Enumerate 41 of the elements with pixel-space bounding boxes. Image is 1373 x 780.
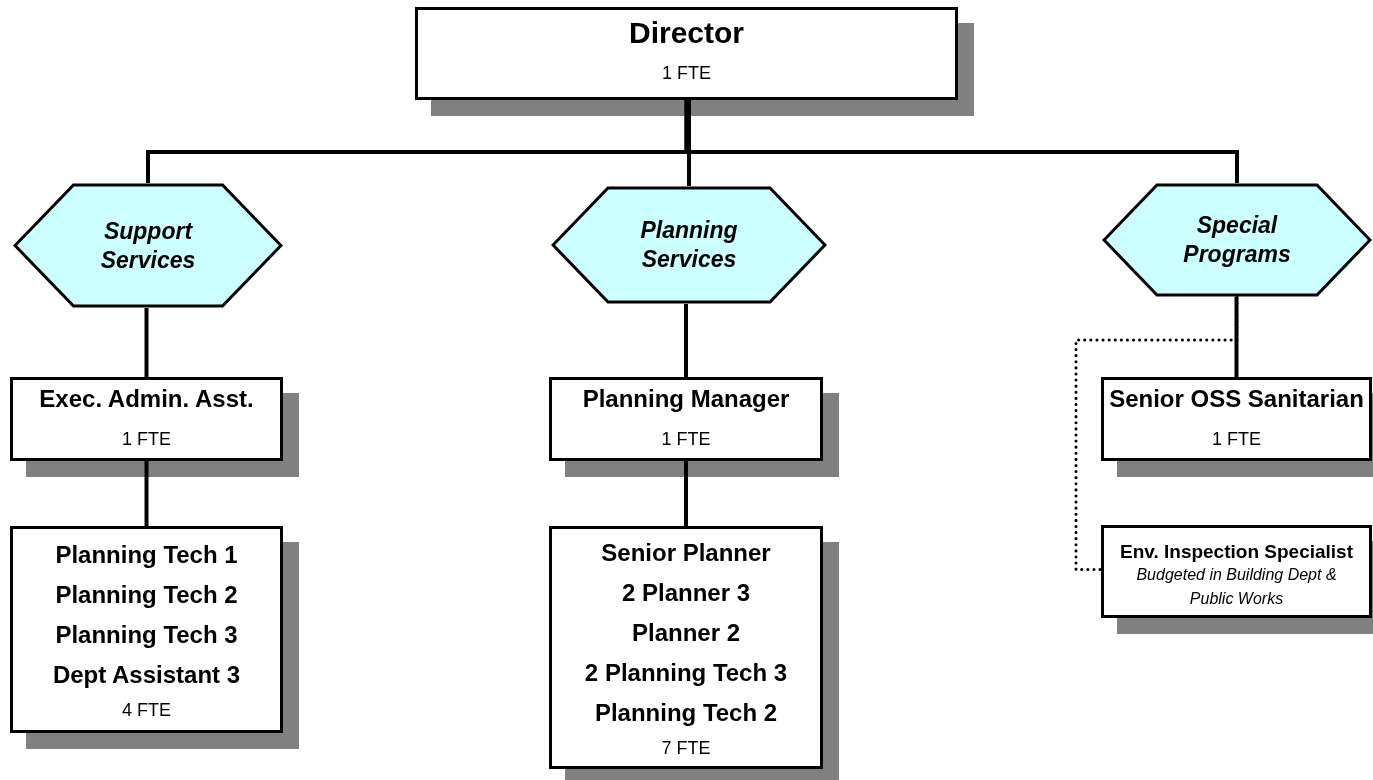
role-title: Director xyxy=(628,15,744,51)
position-box xyxy=(10,377,283,461)
connector-line xyxy=(1234,297,1239,377)
fte-count: 1 FTE xyxy=(1212,428,1261,451)
position-box xyxy=(549,377,823,461)
role-title: 2 Planning Tech 3 xyxy=(584,657,788,688)
group-title: Planning Services xyxy=(639,216,739,274)
role-title: Planner 2 xyxy=(631,617,740,648)
connector-line xyxy=(684,304,688,377)
position-box xyxy=(415,7,958,100)
fte-count: 4 FTE xyxy=(122,698,171,722)
role-title: Planning Manager xyxy=(582,384,790,414)
role-title: Dept Assistant 3 xyxy=(52,659,241,690)
fte-count: 1 FTE xyxy=(662,61,711,85)
position-box xyxy=(549,526,823,769)
connector-line xyxy=(687,100,691,186)
role-title: 2 Planner 3 xyxy=(621,577,751,608)
role-title: Senior OSS Sanitarian xyxy=(1109,384,1364,414)
role-title: Planning Tech 2 xyxy=(55,579,238,610)
fte-count: 1 FTE xyxy=(122,428,171,451)
group-title: Special Programs xyxy=(1182,211,1292,269)
role-title: Planning Tech 2 xyxy=(594,697,778,728)
role-title: Exec. Admin. Asst. xyxy=(39,384,254,414)
connector-line xyxy=(144,308,149,377)
role-title: Env. Inspection Specialist xyxy=(1120,539,1353,564)
role-title: Planning Tech 3 xyxy=(55,619,238,650)
role-title: Senior Planner xyxy=(601,537,771,568)
fte-count: 1 FTE xyxy=(661,428,711,451)
position-box xyxy=(10,526,283,733)
hexagon-node xyxy=(13,183,283,308)
position-box xyxy=(1101,525,1372,618)
group-title: Support Services xyxy=(99,216,197,275)
role-title: Planning Tech 1 xyxy=(55,539,238,570)
hexagon-node xyxy=(551,186,827,304)
fte-count: 7 FTE xyxy=(661,736,711,760)
note-text: Budgeted in Building Dept & Public Works xyxy=(1135,565,1338,610)
hexagon-node xyxy=(1102,183,1372,297)
position-box xyxy=(1101,377,1372,461)
connector-line xyxy=(684,100,1239,183)
connector-line xyxy=(684,461,688,526)
connector-line xyxy=(144,461,149,526)
